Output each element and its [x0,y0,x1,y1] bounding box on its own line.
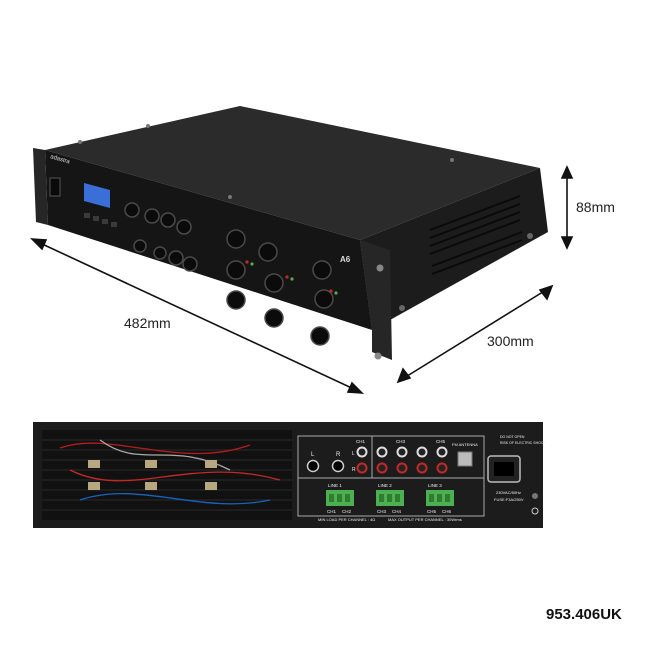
amplifier-front-view: adastra [33,106,548,360]
ch-label-1: CH1 [356,439,365,444]
ch-label-5b: CH5 [427,509,436,514]
chassis-side [360,168,548,330]
lcd-display [84,183,110,208]
connector-panel [297,435,485,517]
max-output-label: MAX OUTPUT PER CHANNEL : 30Wrms [388,517,462,522]
internal-components [88,460,217,490]
power-switch[interactable] [49,177,61,197]
min-load-label: MIN LOAD PER CHANNEL : 4Ω [318,517,375,522]
input-label-r2: R [352,467,356,473]
line-label-1: LINE 1 [328,483,342,488]
ch-label-3b: CH3 [377,509,386,514]
internal-wiring [59,439,281,505]
input-label-l1: L [311,452,315,458]
input-label-l2: L [352,451,355,457]
fm-antenna-connector[interactable] [457,451,473,467]
warning-text-2: RISK OF ELECTRIC SHOCK [500,441,546,445]
height-dimension-label: 88mm [576,199,615,215]
dimension-lines [29,165,574,394]
ch-label-1b: CH1 [327,509,336,514]
brand-logo: adastra [49,154,71,165]
front-buttons [84,213,117,227]
side-vents [429,195,523,275]
ch-label-2: CH2 [342,509,351,514]
line-label-3: LINE 3 [428,483,442,488]
input-jack-1[interactable] [306,459,320,473]
depth-dimension-label: 300mm [487,333,534,349]
amplifier-rear-view: L R L R CH1 CH3 CH5 FM ANTENNA LINE 1 LI… [33,422,546,528]
fm-antenna-label: FM ANTENNA [452,442,478,447]
chassis-top [45,106,540,240]
model-badge: A6 [340,255,351,264]
mains-rating: 230VAC/50Hz [496,490,521,495]
line-label-2: LINE 2 [378,483,392,488]
input-jack-2[interactable] [331,459,345,473]
ch-label-4: CH4 [392,509,401,514]
chassis-front [45,150,372,330]
front-knobs[interactable] [124,202,334,346]
ch-label-5: CH5 [436,439,445,444]
rca-inputs[interactable] [356,446,448,474]
product-code: 953.406UK [546,606,622,623]
width-dimension-label: 482mm [124,315,171,331]
fuse-rating: FUSE:F3A/250V [494,497,524,502]
warning-text-1: DO NOT OPEN [500,435,525,439]
input-label-r1: R [336,452,341,458]
speaker-terminals[interactable] [326,490,454,506]
rack-ear [360,240,392,360]
ch-label-3: CH3 [396,439,405,444]
ch-label-6: CH6 [442,509,451,514]
